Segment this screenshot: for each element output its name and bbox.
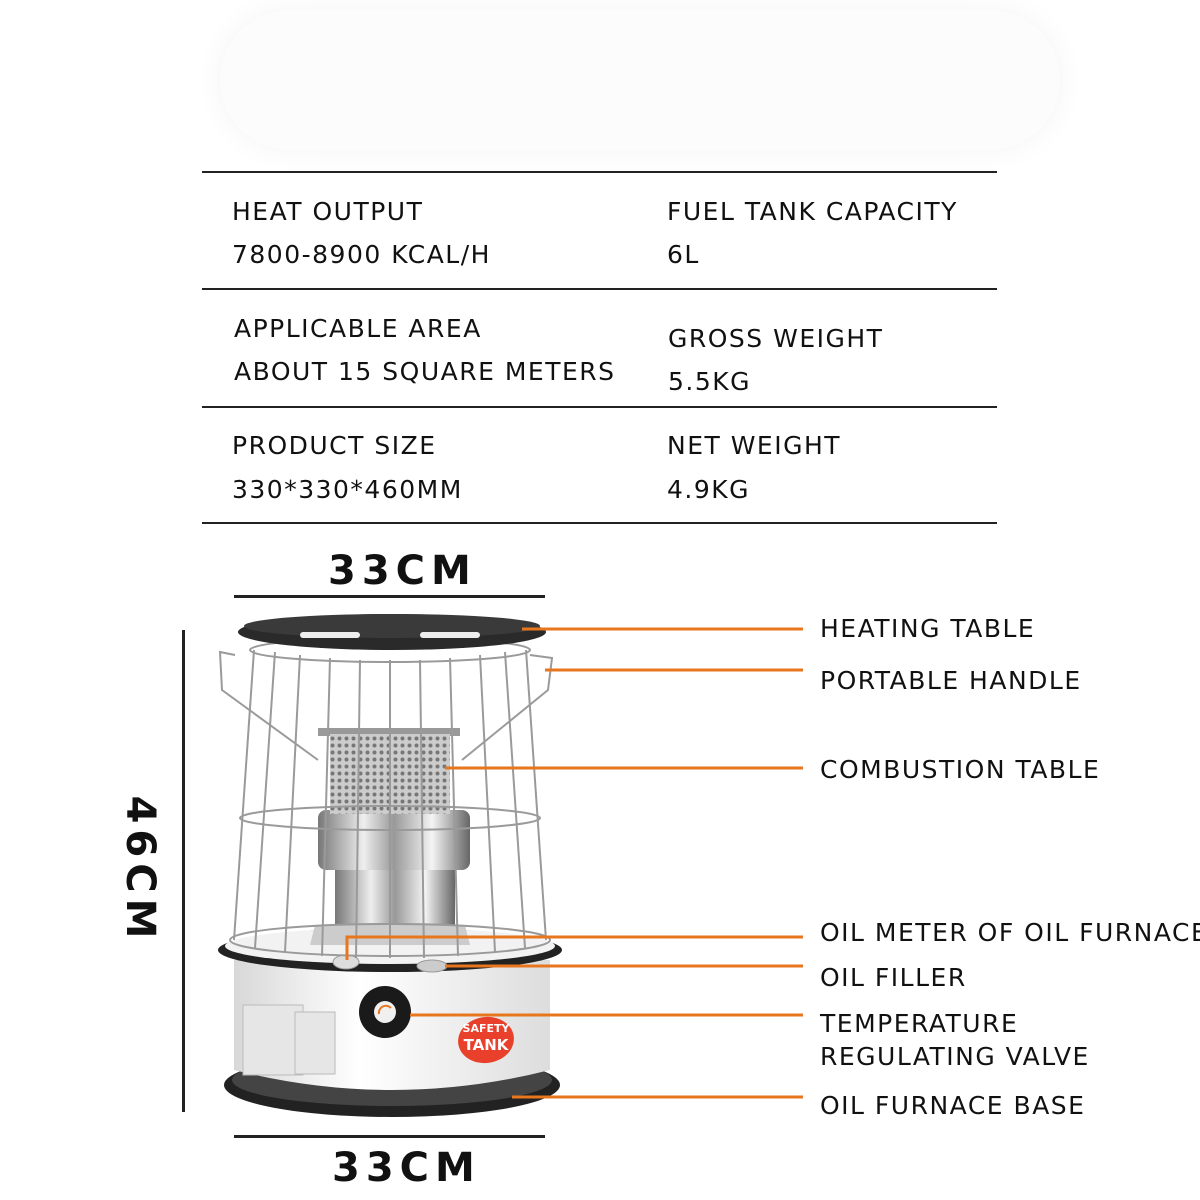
background-shadow <box>220 10 1060 150</box>
spec-label: NET WEIGHT <box>667 431 842 460</box>
spec-value: 4.9KG <box>667 475 751 504</box>
table-rule <box>202 171 997 173</box>
spec-value: 330*330*460MM <box>232 475 463 504</box>
spec-label: FUEL TANK CAPACITY <box>667 197 958 226</box>
height-line <box>182 630 185 1112</box>
width-dimension-top: 33CM <box>328 548 477 594</box>
wire-cage <box>218 637 554 959</box>
svg-text:TANK: TANK <box>464 1036 510 1054</box>
spec-value: 6L <box>667 240 700 269</box>
width-line-bottom <box>234 1135 545 1138</box>
callout-oil-filler: OIL FILLER <box>820 963 967 992</box>
handle-left <box>218 650 319 761</box>
table-rule <box>202 288 997 290</box>
table-rule <box>202 406 997 408</box>
width-dimension-bottom: 33CM <box>332 1145 481 1191</box>
callout-portable-handle: PORTABLE HANDLE <box>820 666 1082 695</box>
spec-label: GROSS WEIGHT <box>668 324 884 353</box>
callout-regulating-valve: REGULATING VALVE <box>820 1042 1090 1071</box>
spec-label: APPLICABLE AREA <box>234 314 482 343</box>
callout-combustion-table: COMBUSTION TABLE <box>820 755 1101 784</box>
callout-lines <box>345 627 803 1099</box>
spec-value: ABOUT 15 SQUARE METERS <box>234 357 616 386</box>
svg-text:SAFETY: SAFETY <box>463 1022 511 1035</box>
callout-heating-table: HEATING TABLE <box>820 614 1036 643</box>
handle-right <box>461 654 554 761</box>
callout-oil-furnace-base: OIL FURNACE BASE <box>820 1091 1086 1120</box>
callout-temperature: TEMPERATURE <box>820 1009 1019 1038</box>
spec-value: 5.5KG <box>668 367 752 396</box>
callout-oil-meter: OIL METER OF OIL FURNACE <box>820 918 1200 947</box>
spec-value: 7800-8900 KCAL/H <box>232 240 491 269</box>
table-rule <box>202 522 997 524</box>
width-line-top <box>234 595 545 598</box>
spec-label: HEAT OUTPUT <box>232 197 424 226</box>
spec-label: PRODUCT SIZE <box>232 431 437 460</box>
safety-tank-badge: SAFETY TANK <box>458 1016 514 1064</box>
